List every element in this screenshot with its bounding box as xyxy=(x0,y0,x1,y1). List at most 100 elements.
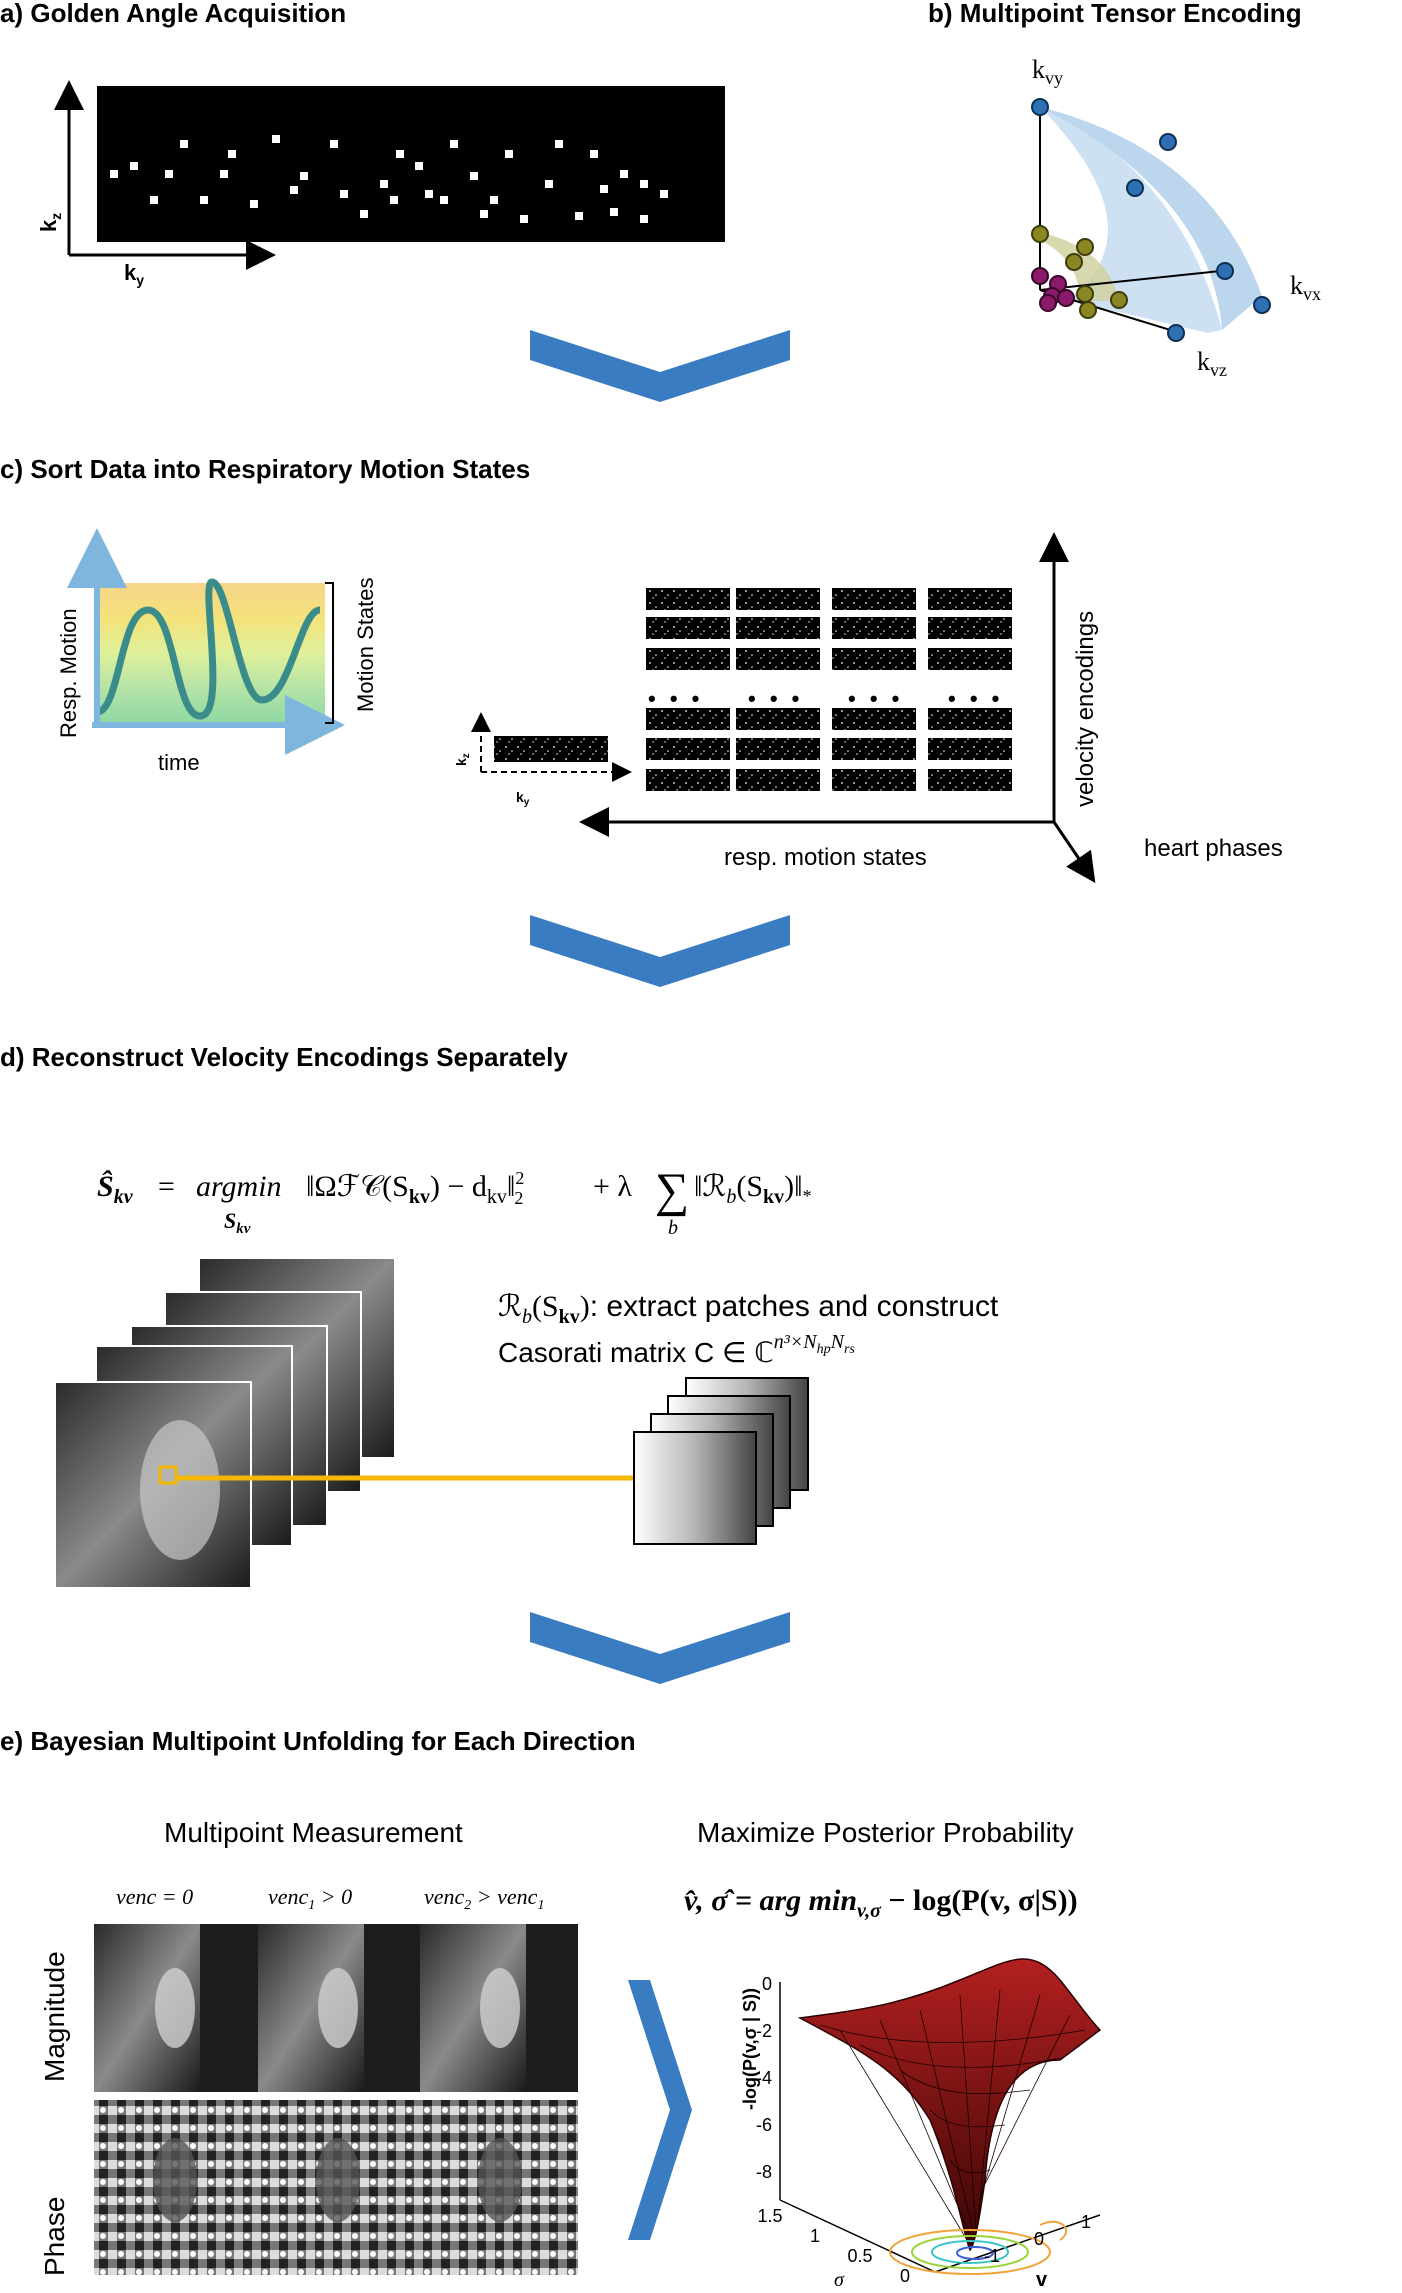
sampling-point xyxy=(340,190,348,198)
venc0-label: venc = 0 xyxy=(116,1884,193,1909)
velocity-encodings-label: velocity encodings xyxy=(1072,611,1099,807)
contour xyxy=(889,2229,1051,2275)
sampling-point xyxy=(490,196,498,204)
patch-marker xyxy=(158,1465,178,1485)
heart-phases-label: heart phases xyxy=(1144,835,1283,862)
sigma-axis xyxy=(779,2199,936,2273)
chevron-down-icon xyxy=(530,915,790,987)
contour xyxy=(1039,2220,1068,2241)
encoding-point xyxy=(1253,296,1271,314)
axis-kvz-label: kvz xyxy=(1197,347,1227,380)
kspace-tile xyxy=(832,588,916,610)
tile-kz-label: kz xyxy=(453,753,472,766)
equation-sum: ∑ xyxy=(655,1164,689,1217)
kspace-tile xyxy=(736,617,820,639)
kspace-tile xyxy=(832,617,916,639)
axis-vx xyxy=(1039,269,1231,291)
sampling-point xyxy=(150,196,158,204)
z-axis-label: -log(P(v,σ | S)) xyxy=(740,1988,760,2110)
rb-description: ℛb(Skv): extract patches and construct xyxy=(498,1290,999,1328)
respiratory-waveform xyxy=(95,578,322,720)
sampling-point xyxy=(640,215,648,223)
encoding-point xyxy=(1076,238,1094,256)
sampling-point xyxy=(425,190,433,198)
mri-stack xyxy=(54,1257,396,1589)
tick-label: 0.5 xyxy=(847,2246,872,2266)
chevron-down-icon xyxy=(530,330,790,402)
tick-label: -1 xyxy=(984,2246,1000,2266)
equation-argmin-sub: Skv xyxy=(224,1208,251,1237)
axis-ky-label: ky xyxy=(124,260,144,288)
equation-tail: ‖ℛb(Skv)‖* xyxy=(694,1170,812,1208)
contour xyxy=(956,2246,994,2260)
kspace-tile xyxy=(646,708,730,730)
encoding-point xyxy=(1110,291,1128,309)
phase-images xyxy=(94,2100,578,2275)
sampling-point xyxy=(440,196,448,204)
sampling-point xyxy=(415,162,423,170)
sampling-point xyxy=(380,180,388,188)
heart-region xyxy=(140,1420,220,1560)
sampling-point xyxy=(450,140,458,148)
patch xyxy=(633,1431,757,1545)
kspace-tile xyxy=(736,588,820,610)
heart-phases-axis xyxy=(1052,821,1096,883)
tick-label: 1 xyxy=(1081,2212,1091,2232)
kspace-tile xyxy=(736,648,820,670)
sampling-point xyxy=(330,140,338,148)
sampling-point xyxy=(520,215,528,223)
magnitude-strip xyxy=(526,1924,578,2092)
surface-mesh xyxy=(839,1989,1071,2246)
heart-region xyxy=(480,1968,520,2048)
ellipsis-row: • • • xyxy=(748,686,803,711)
single-kspace-tile xyxy=(494,736,608,762)
kspace-tile xyxy=(832,708,916,730)
sampling-point xyxy=(180,140,188,148)
posterior-surface-plot: 0-2-4-6-8 -log(P(v,σ | S)) 1.510.50 -101… xyxy=(740,1958,1102,2291)
encoding-point xyxy=(1065,253,1083,271)
sampling-point xyxy=(575,212,583,220)
sampling-point xyxy=(390,196,398,204)
sampling-point xyxy=(660,190,668,198)
kspace-mask xyxy=(97,86,725,242)
encoding-point xyxy=(1031,267,1049,285)
tile-ky-label: ky xyxy=(516,789,530,808)
tick-label: -4 xyxy=(756,2068,772,2088)
sigma-axis-label: σ xyxy=(834,2269,845,2288)
tick-label: 1.5 xyxy=(757,2206,782,2226)
heart-region xyxy=(316,2138,360,2222)
tick-label: 0 xyxy=(900,2266,910,2286)
venc-labels: venc = 0 venc1 > 0 venc2 > venc1 xyxy=(116,1884,544,1913)
maximize-posterior-heading: Maximize Posterior Probability xyxy=(697,1817,1074,1848)
contour-lines xyxy=(889,2220,1068,2275)
kspace-tile xyxy=(646,769,730,791)
equation-argmin: argmin xyxy=(196,1170,282,1203)
section-c-title: c) Sort Data into Respiratory Motion Sta… xyxy=(0,454,530,484)
sampling-point xyxy=(396,150,404,158)
axis-kvy-label: kvy xyxy=(1032,55,1063,88)
heart-region xyxy=(153,2138,197,2222)
tick-label: -2 xyxy=(756,2021,772,2041)
kspace-tile xyxy=(928,588,1012,610)
equation-lhs: Ŝkv xyxy=(97,1170,134,1208)
sampling-point xyxy=(640,180,648,188)
sampling-point xyxy=(228,150,236,158)
kspace-tile xyxy=(646,738,730,760)
kspace-tile xyxy=(832,769,916,791)
z-ticks: 0-2-4-6-8 xyxy=(756,1974,772,2182)
sampling-point xyxy=(300,172,308,180)
respiratory-signal-plot: Resp. Motion time Motion States xyxy=(56,528,378,775)
tick-label: -8 xyxy=(756,2162,772,2182)
sampling-point xyxy=(165,170,173,178)
equation-equals: = xyxy=(158,1170,175,1203)
time-label: time xyxy=(158,750,200,775)
ellipsis-row: • • • xyxy=(648,686,703,711)
venc2-label: venc2 > venc1 xyxy=(424,1884,544,1913)
encoding-point xyxy=(1031,225,1049,243)
map-equation: v̂, σ̂ = arg minv,σ − log(P(v, σ|S)) xyxy=(684,1884,1078,1922)
kspace-tile xyxy=(736,769,820,791)
sampling-point xyxy=(470,172,478,180)
sampling-point xyxy=(272,135,280,143)
heart-region xyxy=(155,1968,195,2048)
